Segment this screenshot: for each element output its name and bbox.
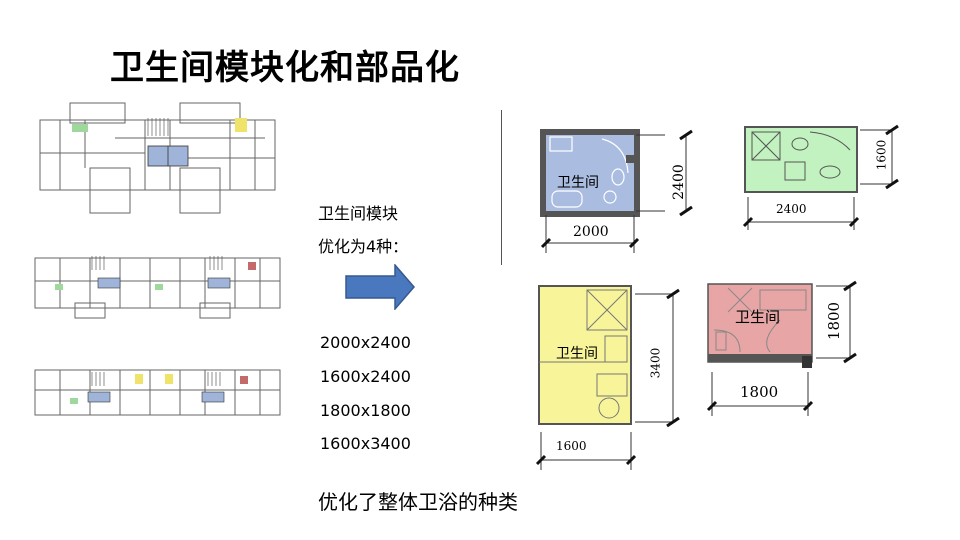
floor-plan-3: [30, 360, 285, 425]
right-arrow-icon: [345, 262, 415, 314]
bathroom-plan-red: [700, 280, 870, 429]
bathroom-plan-yellow: [525, 282, 695, 476]
footer-text: 优化了整体卫浴的种类: [318, 490, 518, 514]
room-label: 卫生间: [557, 175, 599, 191]
dimension-label: 2400: [670, 164, 687, 200]
size-item: 1800x1800: [320, 401, 411, 420]
size-item: 2000x2400: [320, 333, 411, 352]
size-item: 1600x2400: [320, 367, 411, 386]
dimension-label: 1600: [874, 139, 889, 171]
floor-plan-2: [30, 248, 285, 323]
size-item: 1600x3400: [320, 434, 411, 453]
dimension-label: 3400: [648, 347, 663, 379]
dimension-label: 1800: [740, 383, 779, 401]
divider: [501, 110, 502, 265]
intro-line-2: 优化为4种：: [318, 237, 409, 256]
room-label: 卫生间: [735, 308, 781, 326]
dimension-label: 2000: [573, 224, 609, 240]
room-label: 卫生间: [556, 346, 598, 362]
intro-line-1: 卫生间模块: [318, 204, 399, 223]
slide-title: 卫生间模块化和部品化: [110, 48, 460, 88]
bathroom-plan-blue: [530, 125, 710, 259]
dimension-label: 1800: [825, 301, 844, 341]
floor-plan-1: [30, 98, 285, 218]
bathroom-plan-green: [740, 122, 920, 236]
dimension-label: 1600: [556, 439, 587, 453]
dimension-label: 2400: [776, 202, 807, 216]
